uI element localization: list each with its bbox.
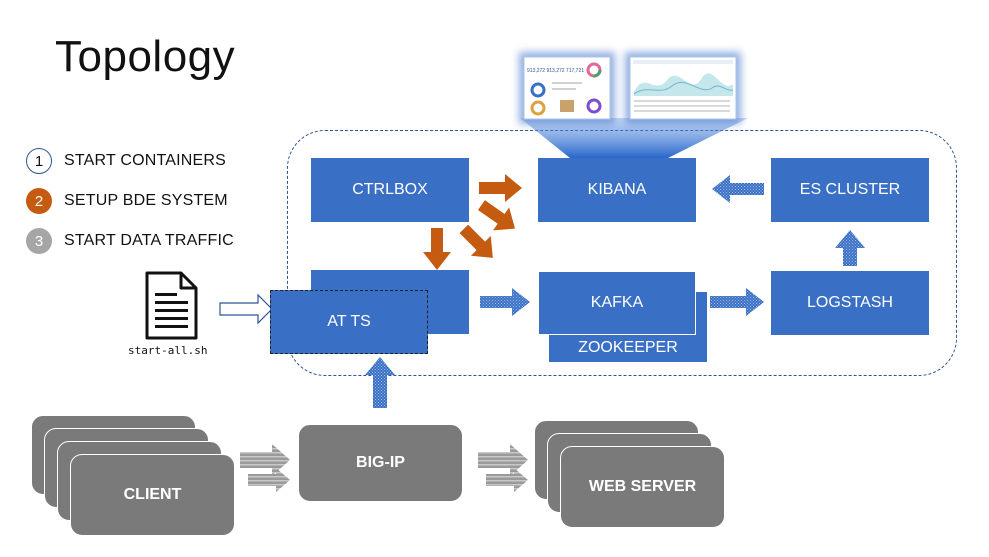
arrow-atts-to-kafka [480, 288, 530, 316]
arrow-client-to-bigip [240, 444, 290, 476]
dashboard-numbers: 913,272 913,272 717,721 [527, 68, 584, 74]
legend-label: START DATA TRAFFIC [64, 232, 234, 249]
step-3-badge: 3 [26, 228, 52, 254]
setup-arrows [423, 174, 522, 270]
arrow-kafka-to-logstash [710, 288, 764, 316]
dashboard-thumbnail-2 [625, 52, 741, 124]
step-2-badge: 2 [26, 188, 52, 214]
legend-item-start-data-traffic: 3 START DATA TRAFFIC [26, 226, 234, 256]
page-title: Topology [55, 32, 236, 81]
legend-label: SETUP BDE SYSTEM [64, 192, 228, 209]
arrow-ctrlbox-to-kibana-diagonal [477, 200, 516, 231]
data-flow-arrows [365, 175, 865, 408]
legend-item-start-containers: 1 START CONTAINERS [26, 146, 226, 176]
arrow-bigip-to-webserver-2 [486, 468, 528, 492]
dashboard-thumbnail-1: 913,272 913,272 717,721 [519, 52, 615, 124]
legend-label: START CONTAINERS [64, 152, 227, 169]
script-file-icon [145, 271, 198, 340]
arrow-ctrlbox-to-kafka-diagonal [459, 224, 493, 258]
arrow-es-to-kibana [712, 175, 764, 203]
step-1-badge: 1 [26, 148, 52, 174]
arrow-ctrlbox-to-kibana [479, 174, 522, 202]
arrow-script-to-atts [219, 293, 273, 325]
arrow-logstash-to-es [835, 230, 865, 266]
node-kafka: KAFKA [538, 271, 696, 335]
kibana-beam [520, 118, 748, 158]
script-file-label: start-all.sh [128, 344, 208, 357]
node-web-server: WEB SERVER [560, 446, 725, 528]
node-ctrlbox: CTRLBOX [311, 158, 469, 222]
node-kibana: KIBANA [538, 158, 696, 222]
node-logstash: LOGSTASH [771, 271, 929, 335]
legend-item-setup-bde-system: 2 SETUP BDE SYSTEM [26, 186, 228, 216]
arrow-bigip-to-atts [365, 357, 395, 408]
node-atts: AT TS [270, 290, 428, 354]
node-client: CLIENT [70, 454, 235, 536]
node-es-cluster: ES CLUSTER [771, 158, 929, 222]
arrow-client-to-bigip-2 [248, 468, 290, 492]
arrow-ctrlbox-to-atts [423, 228, 451, 270]
node-bigip: BIG-IP [298, 424, 463, 502]
arrow-bigip-to-webserver [478, 444, 528, 476]
traffic-arrows [240, 444, 528, 492]
